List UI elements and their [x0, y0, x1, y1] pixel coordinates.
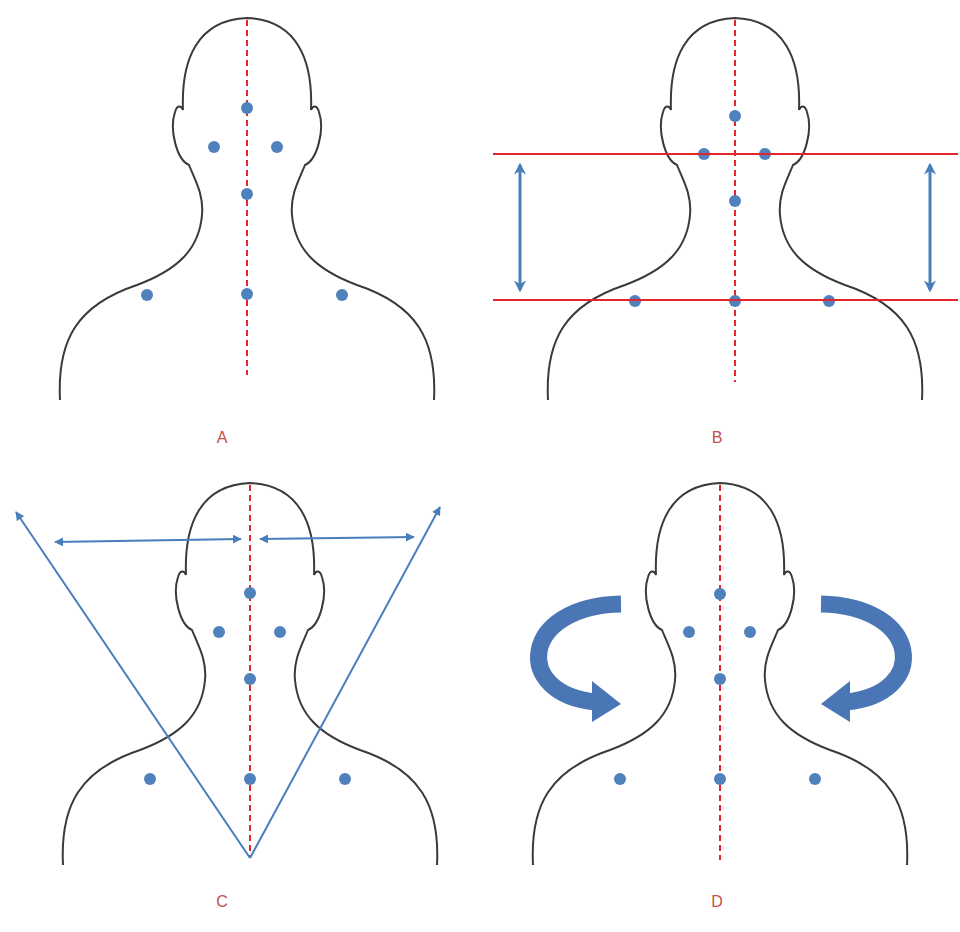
panel-letter: C	[216, 894, 228, 910]
panel-b-figure	[548, 18, 923, 400]
panel-letter: D	[711, 894, 723, 910]
panel-a-figure	[60, 18, 435, 400]
panel-d-figure	[533, 483, 908, 865]
panel-letter: A	[217, 430, 228, 446]
panel-letter: B	[712, 430, 723, 446]
